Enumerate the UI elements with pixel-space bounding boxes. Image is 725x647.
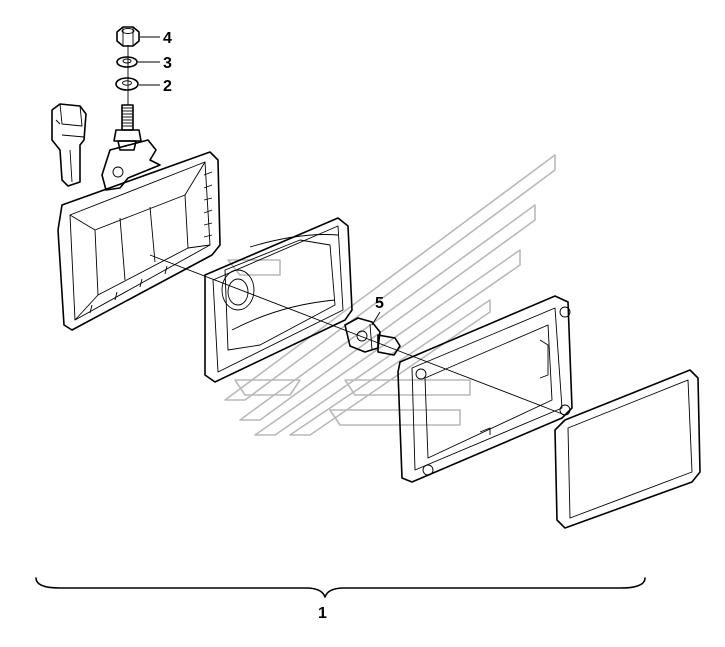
lamp-housing-icon — [57, 139, 221, 331]
callout-2: 2 — [163, 78, 172, 95]
bulb-icon — [344, 317, 401, 356]
flat-washer-icon — [115, 77, 139, 91]
watermark-logo-icon — [224, 154, 556, 436]
assembly-axis-line — [149, 254, 566, 416]
nut-icon — [116, 26, 140, 47]
callout-3: 3 — [163, 55, 172, 72]
connector-plug-icon — [51, 103, 87, 187]
lens-frame-icon — [397, 295, 573, 483]
assembly-brace — [35, 577, 646, 598]
lens-icon — [554, 369, 701, 529]
lock-washer-icon — [116, 56, 138, 68]
callout-1: 1 — [318, 605, 327, 622]
callout-5: 5 — [375, 295, 384, 312]
callout-leaders — [138, 36, 381, 326]
callout-4: 4 — [163, 30, 172, 47]
reflector-icon — [204, 217, 353, 383]
